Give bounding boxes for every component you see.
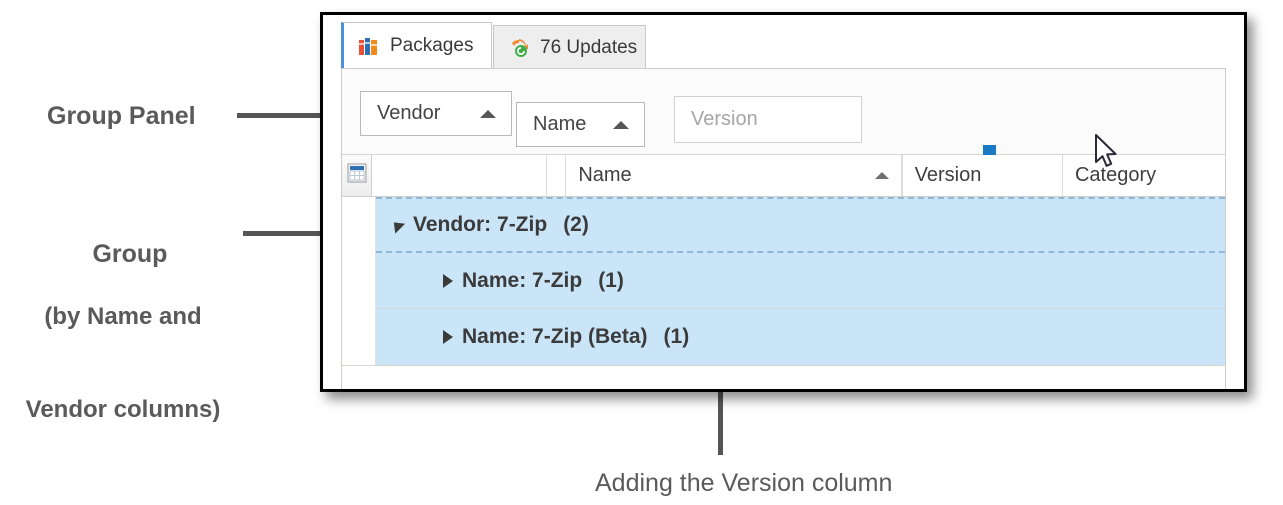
grid-panel: Vendor Name Version: [341, 68, 1226, 389]
annotation-group-title: Group: [92, 240, 168, 268]
group-panel[interactable]: Vendor Name Version: [342, 69, 1225, 230]
application-window: Packages 76 Updates Vendor Name: [320, 12, 1247, 392]
group-row-content[interactable]: Vendor: 7-Zip (2): [376, 197, 1225, 253]
sort-ascending-icon[interactable]: [874, 172, 889, 179]
column-header-blank-1[interactable]: [372, 155, 548, 196]
tab-updates-label: 76 Updates: [540, 36, 638, 58]
tab-strip: Packages 76 Updates: [323, 15, 1244, 69]
group-chip-name[interactable]: Name: [516, 102, 645, 147]
group-chip-name-label: Name: [533, 113, 587, 135]
group-row-vendor[interactable]: Vendor: 7-Zip (2): [342, 197, 1225, 253]
select-all-button[interactable]: [342, 155, 373, 196]
group-chip-vendor[interactable]: Vendor: [360, 91, 512, 136]
mouse-pointer-icon: [1094, 133, 1120, 171]
group-row-name-2-label: Name: 7-Zip (Beta): [462, 325, 648, 348]
column-header-blank-2[interactable]: [547, 155, 567, 196]
group-chip-version-drop-target[interactable]: Version: [674, 96, 862, 143]
group-row-name-1-count: (1): [598, 268, 624, 292]
expander-collapse-icon[interactable]: [388, 216, 406, 234]
leader-line-group: [243, 231, 358, 236]
row-gutter: [342, 197, 376, 253]
sort-ascending-icon[interactable]: [480, 109, 496, 118]
group-row-name-2[interactable]: Name: 7-Zip (Beta) (1): [342, 309, 1225, 365]
annotation-group-panel-label: Group Panel: [47, 102, 196, 130]
column-header-name[interactable]: Name: [566, 155, 903, 196]
expander-expand-icon[interactable]: [443, 330, 453, 344]
grid-body: Vendor: 7-Zip (2) Name: 7-Zip (1) Name: …: [342, 197, 1225, 389]
annotation-group-sub1: (by Name and: [44, 303, 202, 330]
annotation-group-sub2: Vendor columns): [25, 396, 221, 423]
sort-ascending-icon[interactable]: [613, 120, 629, 129]
row-gutter: [342, 253, 376, 309]
group-row-name-2-count: (1): [663, 325, 690, 348]
group-row-vendor-count: (2): [563, 213, 589, 236]
grid-select-all-icon: [347, 163, 367, 189]
group-row-content[interactable]: Name: 7-Zip (1): [376, 253, 1225, 309]
books-icon: [358, 35, 380, 57]
group-row-content[interactable]: Name: 7-Zip (Beta) (1): [376, 309, 1225, 365]
column-header-category-label: Category: [1074, 164, 1157, 186]
grid-column-headers: Name Version Category: [342, 155, 1225, 197]
group-chip-version-label: Version: [691, 108, 758, 130]
leader-line-group-panel: [237, 113, 347, 118]
column-header-name-label: Name: [578, 164, 632, 186]
grid-empty-row: [342, 365, 1225, 389]
tab-updates[interactable]: 76 Updates: [493, 25, 646, 69]
group-row-name-1-label: Name: 7-Zip: [462, 268, 583, 292]
group-chip-vendor-label: Vendor: [377, 102, 441, 124]
refresh-arrows-icon: [508, 37, 530, 59]
annotation-caption: Adding the Version column: [595, 469, 893, 497]
annotation-group-label: Group (by Name and Vendor columns): [0, 208, 246, 456]
row-gutter: [342, 309, 376, 365]
group-row-vendor-label: Vendor: 7-Zip: [413, 213, 548, 236]
expander-expand-icon[interactable]: [443, 273, 453, 288]
column-header-version-label: Version: [914, 164, 982, 186]
tab-packages[interactable]: Packages: [341, 22, 492, 69]
tab-packages-label: Packages: [390, 35, 474, 56]
column-header-category[interactable]: Category: [1063, 155, 1225, 196]
column-header-version[interactable]: Version: [903, 155, 1063, 196]
group-row-name-1[interactable]: Name: 7-Zip (1): [342, 253, 1225, 309]
